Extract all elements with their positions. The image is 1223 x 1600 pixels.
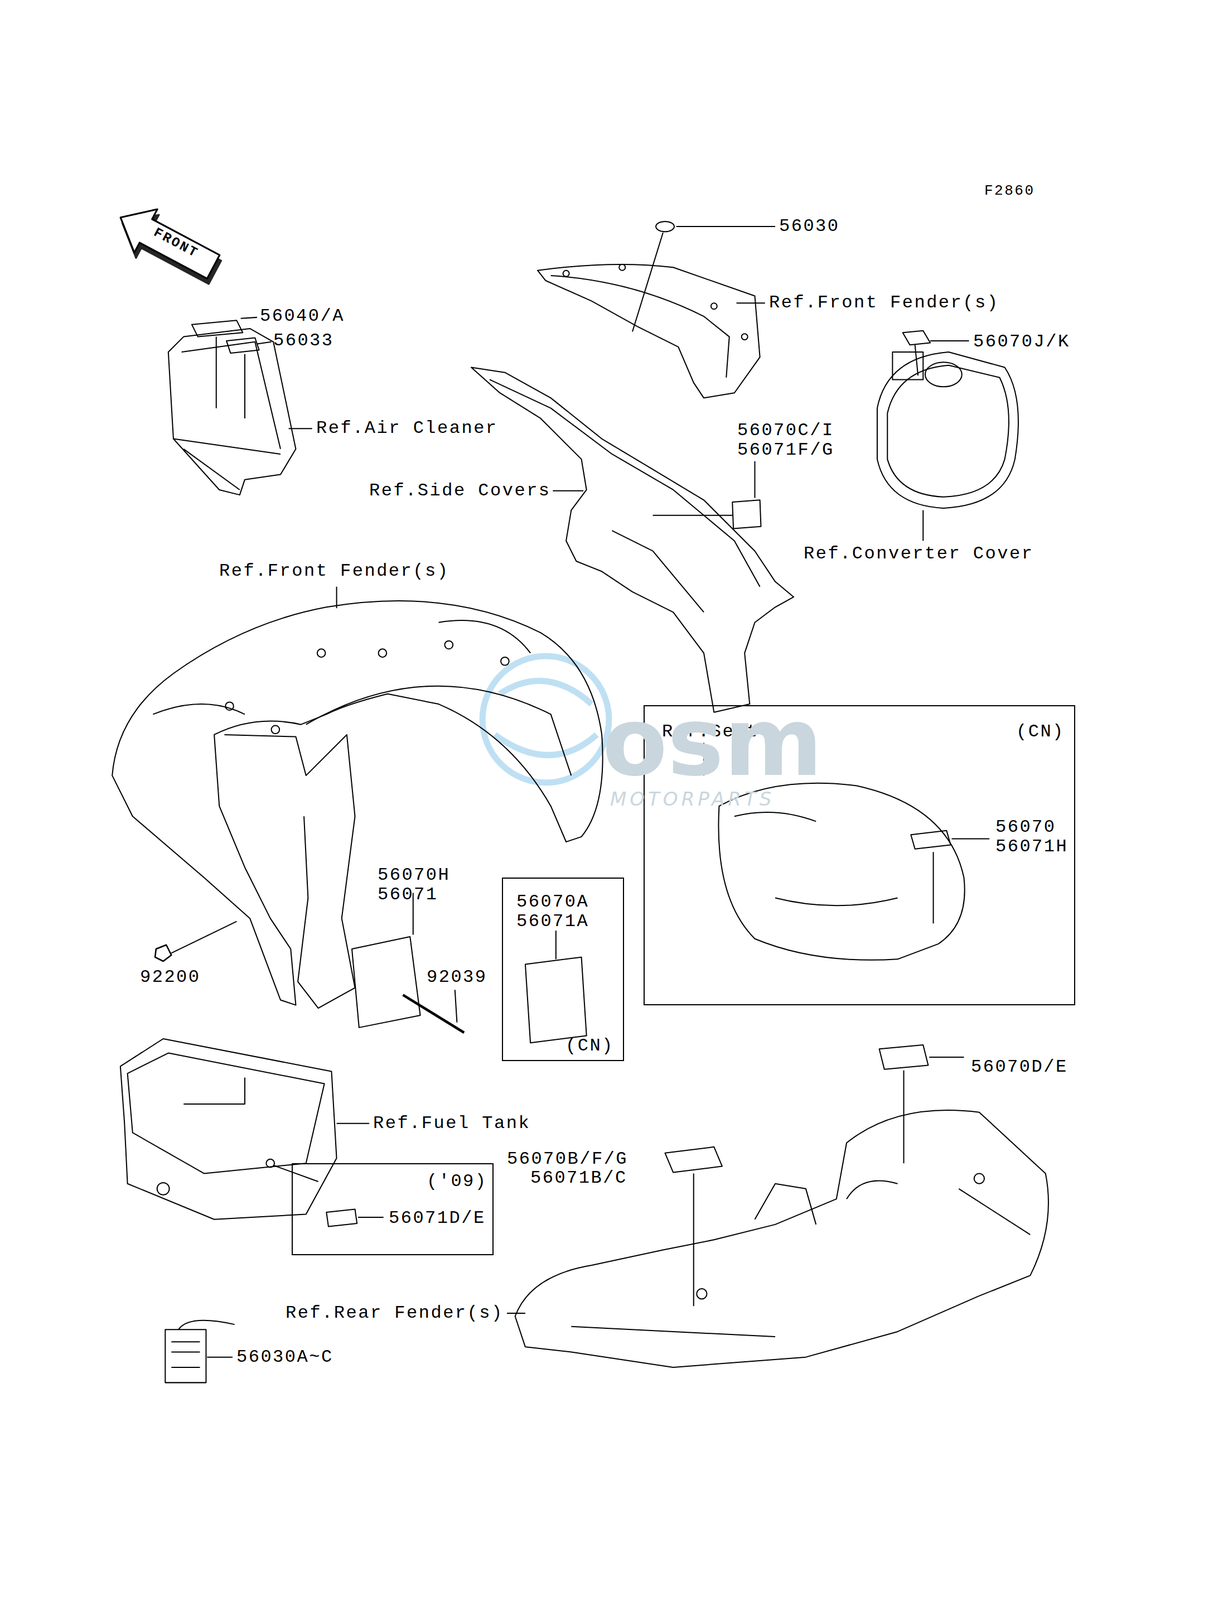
note-frame: 56070A56071A (CN) bbox=[501, 877, 625, 1061]
callout-number: 56070H bbox=[377, 864, 451, 886]
callout-number: 56070B/F/G bbox=[506, 1148, 628, 1169]
front-fender bbox=[112, 586, 603, 1043]
front-arrow bbox=[107, 195, 229, 294]
callout-number: 56040/A bbox=[259, 306, 345, 327]
part-reference: Ref.Rear Fender(s) bbox=[285, 1302, 504, 1323]
callout-number: 56071F/G bbox=[737, 440, 835, 461]
callout-number: 56030 bbox=[779, 216, 840, 237]
part-reference: Ref.Fuel Tank bbox=[373, 1113, 531, 1134]
rear-fender bbox=[506, 1044, 1049, 1367]
callout-number: 56030A~C bbox=[236, 1346, 334, 1367]
watermark: osm bbox=[602, 691, 823, 792]
hang-tag bbox=[165, 1320, 235, 1383]
part-reference: Ref.Converter Cover bbox=[803, 543, 1034, 564]
callout-number: 56070C/I bbox=[737, 420, 835, 441]
note-frame: ('09) 56071D/E bbox=[291, 1162, 494, 1255]
watermark-globe bbox=[482, 655, 609, 783]
callout-number: 56071D/E bbox=[388, 1207, 486, 1229]
front-fender-inner bbox=[537, 221, 776, 398]
callout-number: 56070A bbox=[516, 891, 589, 912]
callout-number: 56071H bbox=[995, 836, 1068, 857]
callout-number: 56071 bbox=[377, 884, 439, 905]
side-covers bbox=[471, 366, 794, 712]
callout-number: 56070D/E bbox=[970, 1056, 1068, 1077]
part-reference: Ref.Front Fender(s) bbox=[219, 561, 449, 582]
callout-number: 56071A bbox=[516, 911, 589, 932]
part-reference: Ref.Front Fender(s) bbox=[769, 292, 999, 313]
part-reference: Ref.Side Covers bbox=[369, 480, 551, 501]
callout-number: (CN) bbox=[565, 1035, 615, 1056]
fuel-tank bbox=[120, 1038, 384, 1227]
callout-number: 92039 bbox=[426, 967, 488, 988]
callout-number: 56033 bbox=[273, 330, 335, 351]
part-reference: Ref.Air Cleaner bbox=[316, 418, 499, 439]
callout-number: (CN) bbox=[1016, 721, 1065, 742]
converter-cover bbox=[877, 330, 1019, 541]
callout-number: 92200 bbox=[139, 967, 201, 988]
watermark: MOTORPARTS bbox=[610, 788, 775, 809]
callout-number: ('09) bbox=[426, 1171, 488, 1192]
callout-number: 56070 bbox=[995, 817, 1057, 838]
callout-number: 56070J/K bbox=[973, 331, 1071, 352]
figure-number: F2860 bbox=[984, 180, 1036, 201]
callout-number: 56071B/C bbox=[530, 1167, 628, 1188]
